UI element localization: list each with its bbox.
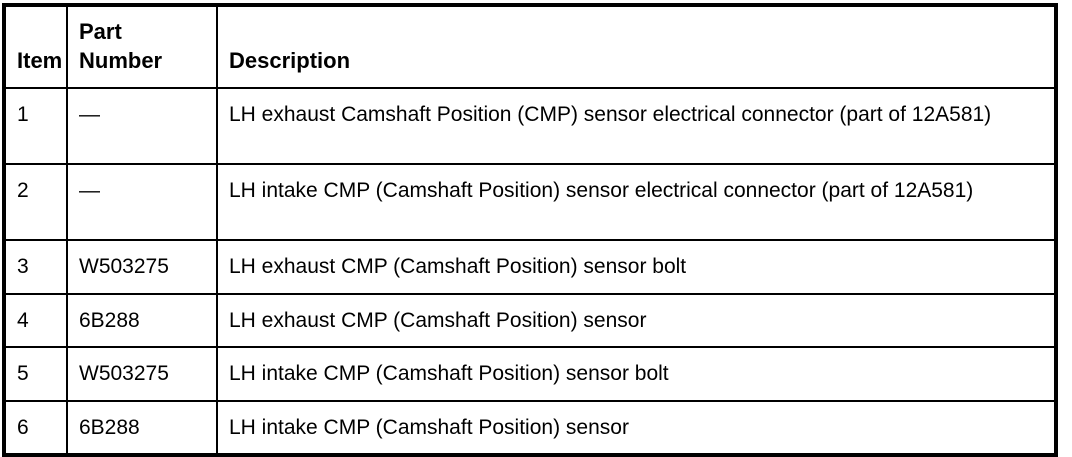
item-cell: 1 (3, 87, 68, 166)
description-cell: LH exhaust CMP (Camshaft Position) senso… (216, 292, 1057, 349)
part-number-cell: 6B288 (66, 292, 218, 349)
description-cell: LH exhaust Camshaft Position (CMP) senso… (216, 87, 1057, 166)
table-row: 3 W503275 LH exhaust CMP (Camshaft Posit… (3, 239, 1057, 295)
page: Item Part Number Description 1 — LH exha… (2, 3, 1058, 457)
part-number-cell: — (66, 87, 218, 166)
column-header-part-number: Part Number (66, 3, 218, 90)
item-cell: 5 (3, 346, 68, 402)
part-number-cell: 6B288 (66, 399, 218, 457)
table-row: 2 — LH intake CMP (Camshaft Position) se… (3, 163, 1057, 242)
item-cell: 6 (3, 399, 68, 457)
description-cell: LH exhaust CMP (Camshaft Position) senso… (216, 239, 1057, 295)
description-cell: LH intake CMP (Camshaft Position) sensor… (216, 346, 1057, 402)
description-cell: LH intake CMP (Camshaft Position) sensor… (216, 163, 1057, 242)
table-row: 5 W503275 LH intake CMP (Camshaft Positi… (3, 346, 1057, 402)
part-number-cell: W503275 (66, 239, 218, 295)
table-row: 6 6B288 LH intake CMP (Camshaft Position… (3, 399, 1057, 457)
part-number-cell: W503275 (66, 346, 218, 402)
item-cell: 2 (3, 163, 68, 242)
item-cell: 4 (3, 292, 68, 349)
item-cell: 3 (3, 239, 68, 295)
column-header-item: Item (3, 3, 68, 90)
table-row: 1 — LH exhaust Camshaft Position (CMP) s… (3, 87, 1057, 166)
parts-table: Item Part Number Description 1 — LH exha… (2, 3, 1058, 457)
part-number-cell: — (66, 163, 218, 242)
column-header-description: Description (216, 3, 1057, 90)
header-row: Item Part Number Description (3, 3, 1057, 90)
table-row: 4 6B288 LH exhaust CMP (Camshaft Positio… (3, 292, 1057, 349)
description-cell: LH intake CMP (Camshaft Position) sensor (216, 399, 1057, 457)
